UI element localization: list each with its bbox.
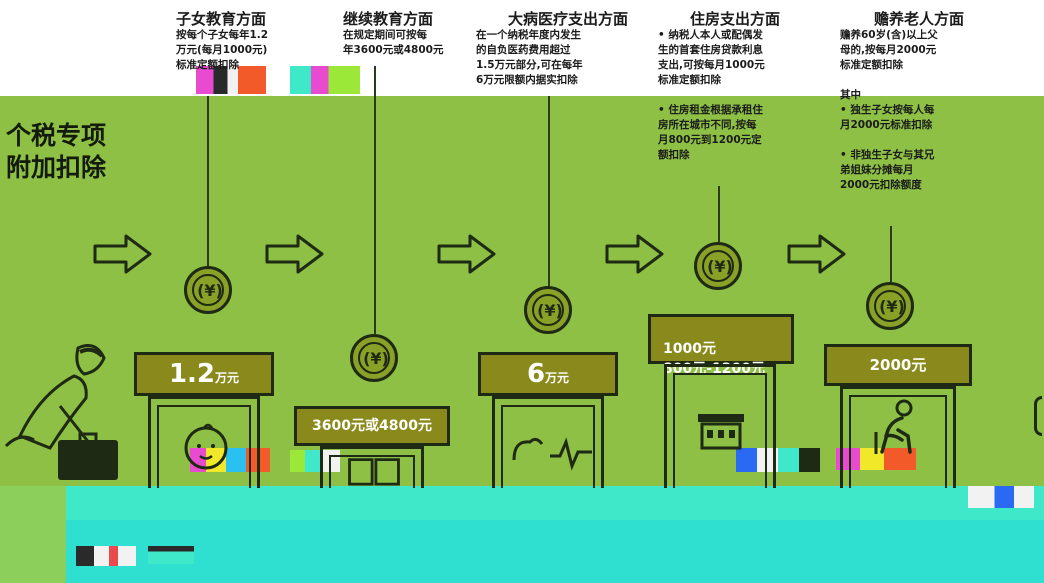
- main-title: 个税专项 附加扣除: [6, 121, 107, 182]
- value-sign-children-education: 1.2万元: [134, 352, 274, 396]
- house-icon: [698, 414, 744, 450]
- glitch-block: [148, 546, 194, 564]
- heading-serious-illness: 大病医疗支出方面: [508, 10, 629, 28]
- value-sign-continuing-education: 3600元或4800元: [294, 406, 450, 446]
- desc-elderly-support: 赡养60岁(含)以上父 母的,按每月2000元 标准定额扣除 其中 • 独生子女…: [840, 29, 938, 191]
- desc-continuing-education: 在规定期间可按每 年3600元或4800元: [343, 29, 444, 56]
- yuan-coin-icon: (¥): [350, 334, 398, 382]
- arrow-right-icon: [437, 234, 496, 274]
- connector-line: [890, 226, 892, 282]
- value-sign-serious-illness: 6万元: [478, 352, 618, 396]
- yuan-coin-icon: (¥): [184, 266, 232, 314]
- arrow-right-icon: [265, 234, 324, 274]
- arrow-right-icon: [93, 234, 152, 274]
- desc-housing: • 纳税人本人或配偶发 生的首套住房贷款利息 支出,可按每月1000元 标准定额…: [658, 29, 765, 161]
- heartbeat-icon: [512, 437, 592, 471]
- heading-children-education: 子女教育方面: [176, 10, 267, 28]
- yuan-coin-icon: (¥): [694, 242, 742, 290]
- connector-line: [374, 66, 376, 334]
- glitch-block: [736, 448, 820, 472]
- glitch-block: [290, 66, 360, 94]
- elderly-person-icon: [874, 399, 913, 454]
- desc-serious-illness: 在一个纳税年度内发生 的自负医药费用超过 1.5万元部分,可在每年 6万元限额内…: [476, 29, 583, 86]
- edge-fragment: [1034, 396, 1042, 436]
- glitch-block: [0, 486, 66, 583]
- stall-elderly-support: [840, 386, 956, 488]
- value-sign-housing: 1000元 800元-1200元: [648, 314, 794, 377]
- glitch-block: [836, 448, 916, 470]
- connector-line: [207, 96, 209, 266]
- baby-face-icon: [184, 423, 228, 470]
- glitch-block: [76, 546, 136, 566]
- value-sign-elderly-support: 2000元: [824, 344, 972, 386]
- arrow-right-icon: [787, 234, 846, 274]
- top-text-strip: [0, 0, 1044, 96]
- glitch-block: [290, 450, 340, 472]
- glitch-block: [968, 486, 1034, 508]
- stall-serious-illness: [492, 396, 604, 488]
- connector-line: [718, 186, 720, 242]
- yuan-coin-icon: (¥): [866, 282, 914, 330]
- arrow-right-icon: [605, 234, 664, 274]
- open-book-icon: [348, 458, 400, 486]
- stall-continuing-education: [320, 446, 424, 488]
- glitch-band-lower: [66, 520, 1044, 583]
- heading-housing: 住房支出方面: [690, 10, 781, 28]
- stall-children-education: [148, 396, 260, 488]
- heading-continuing-education: 继续教育方面: [343, 10, 434, 28]
- person-with-briefcase-icon: [4, 344, 118, 480]
- connector-line: [548, 96, 550, 286]
- glitch-block: [196, 66, 266, 94]
- desc-children-education: 按每个子女每年1.2 万元(每月1000元) 标准定额扣除: [176, 29, 269, 71]
- yuan-coin-icon: (¥): [524, 286, 572, 334]
- stall-housing: [664, 364, 776, 488]
- heading-elderly-support: 赡养老人方面: [874, 10, 965, 28]
